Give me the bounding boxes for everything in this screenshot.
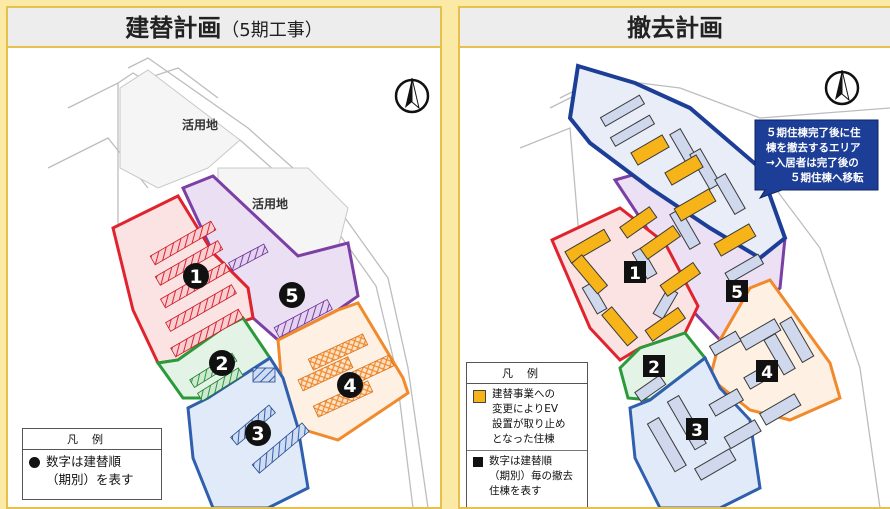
phase-4-marker: 4 [756, 360, 778, 383]
phase-5-marker: 5 [279, 282, 305, 308]
callout-line-4: ５期住棟へ移転 [790, 171, 864, 184]
demolition-site-map: 1 2 3 4 5 ５期住棟完了後に住 棟を撤去するエリア →入居者は完了後の … [519, 63, 890, 507]
legend-item-text: 数字は建替順 （期別）毎の撤去 住棟を表す [489, 455, 573, 497]
north-arrow-icon [824, 69, 860, 106]
demolition-plan-title-text: 撤去計画 [627, 14, 723, 42]
phase-2-number: 2 [215, 353, 228, 375]
black-square-icon [473, 457, 483, 467]
phase-1-marker: 1 [183, 263, 209, 289]
phase-5-number: 5 [285, 285, 298, 307]
rebuild-plan-subtitle: （5期工事） [221, 20, 323, 41]
removal-callout: ５期住棟完了後に住 棟を撤去するエリア →入居者は完了後の ５期住棟へ移転 [754, 119, 879, 199]
legend-item-text: 数字は建替順 （期別）を表す [46, 454, 134, 487]
phase-3-marker: 3 [245, 420, 271, 446]
phase-3-number: 3 [251, 423, 264, 445]
demolition-plan-legend: 凡例 建替事業への 変更によりEV 設置が取り止め となった住棟 数字は建替順 … [466, 362, 588, 507]
legend-item-text: 建替事業への 変更によりEV 設置が取り止め となった住棟 [492, 388, 566, 445]
rebuild-plan-title: 建替計画（5期工事） [8, 8, 440, 48]
phase-2-marker: 2 [209, 350, 235, 376]
orange-square-icon [473, 390, 486, 403]
callout-line-3: →入居者は完了後の [766, 156, 859, 169]
rebuild-plan-panel: 建替計画（5期工事） 活用地 活用地 [6, 6, 442, 509]
callout-line-1: ５期住棟完了後に住 [766, 126, 861, 139]
vacant-land-label-a: 活用地 [182, 117, 218, 132]
phase-5-buildings [227, 243, 333, 338]
rebuild-plan-title-text: 建替計画 [125, 14, 222, 42]
rebuild-plan-legend: 凡例 数字は建替順 （期別）を表す [22, 428, 162, 500]
rebuild-site-map: 活用地 活用地 [47, 57, 430, 507]
phase-1-number: 1 [629, 264, 641, 284]
black-circle-icon [29, 457, 40, 468]
callout-line-2: 棟を撤去するエリア [766, 141, 861, 154]
phase-1-marker: 1 [624, 261, 646, 284]
legend-header: 凡例 [23, 429, 161, 450]
phase-3-marker: 3 [686, 418, 708, 441]
phase-2-marker: 2 [643, 355, 665, 378]
legend-item-no-ev: 建替事業への 変更によりEV 設置が取り止め となった住棟 [467, 384, 587, 450]
no-ev-buildings [564, 134, 757, 347]
legend-item-phase-order: 数字は建替順 （期別）を表す [23, 450, 161, 492]
phase-3-number: 3 [691, 421, 703, 441]
vacant-land-label-b: 活用地 [252, 196, 288, 211]
demolition-plan-panel: 撤去計画 [458, 6, 890, 509]
legend-item-removal-order: 数字は建替順 （期別）毎の撤去 住棟を表す [467, 450, 587, 502]
phase-2-number: 2 [648, 358, 660, 378]
callout-text: ５期住棟完了後に住 棟を撤去するエリア →入居者は完了後の ５期住棟へ移転 [766, 126, 864, 184]
north-arrow-icon [394, 77, 430, 114]
phase-4-marker: 4 [337, 372, 363, 398]
phase-4-number: 4 [343, 375, 356, 397]
phase-1-number: 1 [189, 266, 202, 288]
phase-4-number: 4 [761, 363, 773, 383]
legend-header: 凡例 [467, 363, 587, 384]
existing-buildings [581, 94, 815, 481]
vacant-land-area-a [119, 69, 241, 189]
phase-5-marker: 5 [726, 280, 748, 303]
demolition-plan-title: 撤去計画 [460, 8, 890, 48]
phase-5-number: 5 [731, 283, 743, 303]
